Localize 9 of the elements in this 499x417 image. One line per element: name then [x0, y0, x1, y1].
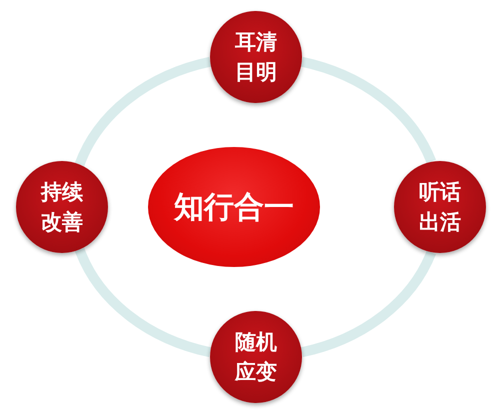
topic-circle: 听话出活	[394, 161, 486, 253]
ring-arc	[300, 56, 436, 164]
ring-arc	[75, 56, 212, 166]
ring-arc	[300, 250, 436, 358]
topic-circle: 耳清目明	[210, 11, 302, 103]
topic-circle: 随机应变	[210, 311, 302, 403]
center-ellipse: 知行合一	[148, 147, 320, 267]
topic-circle: 持续改善	[16, 161, 108, 253]
ring-arc	[75, 248, 212, 358]
